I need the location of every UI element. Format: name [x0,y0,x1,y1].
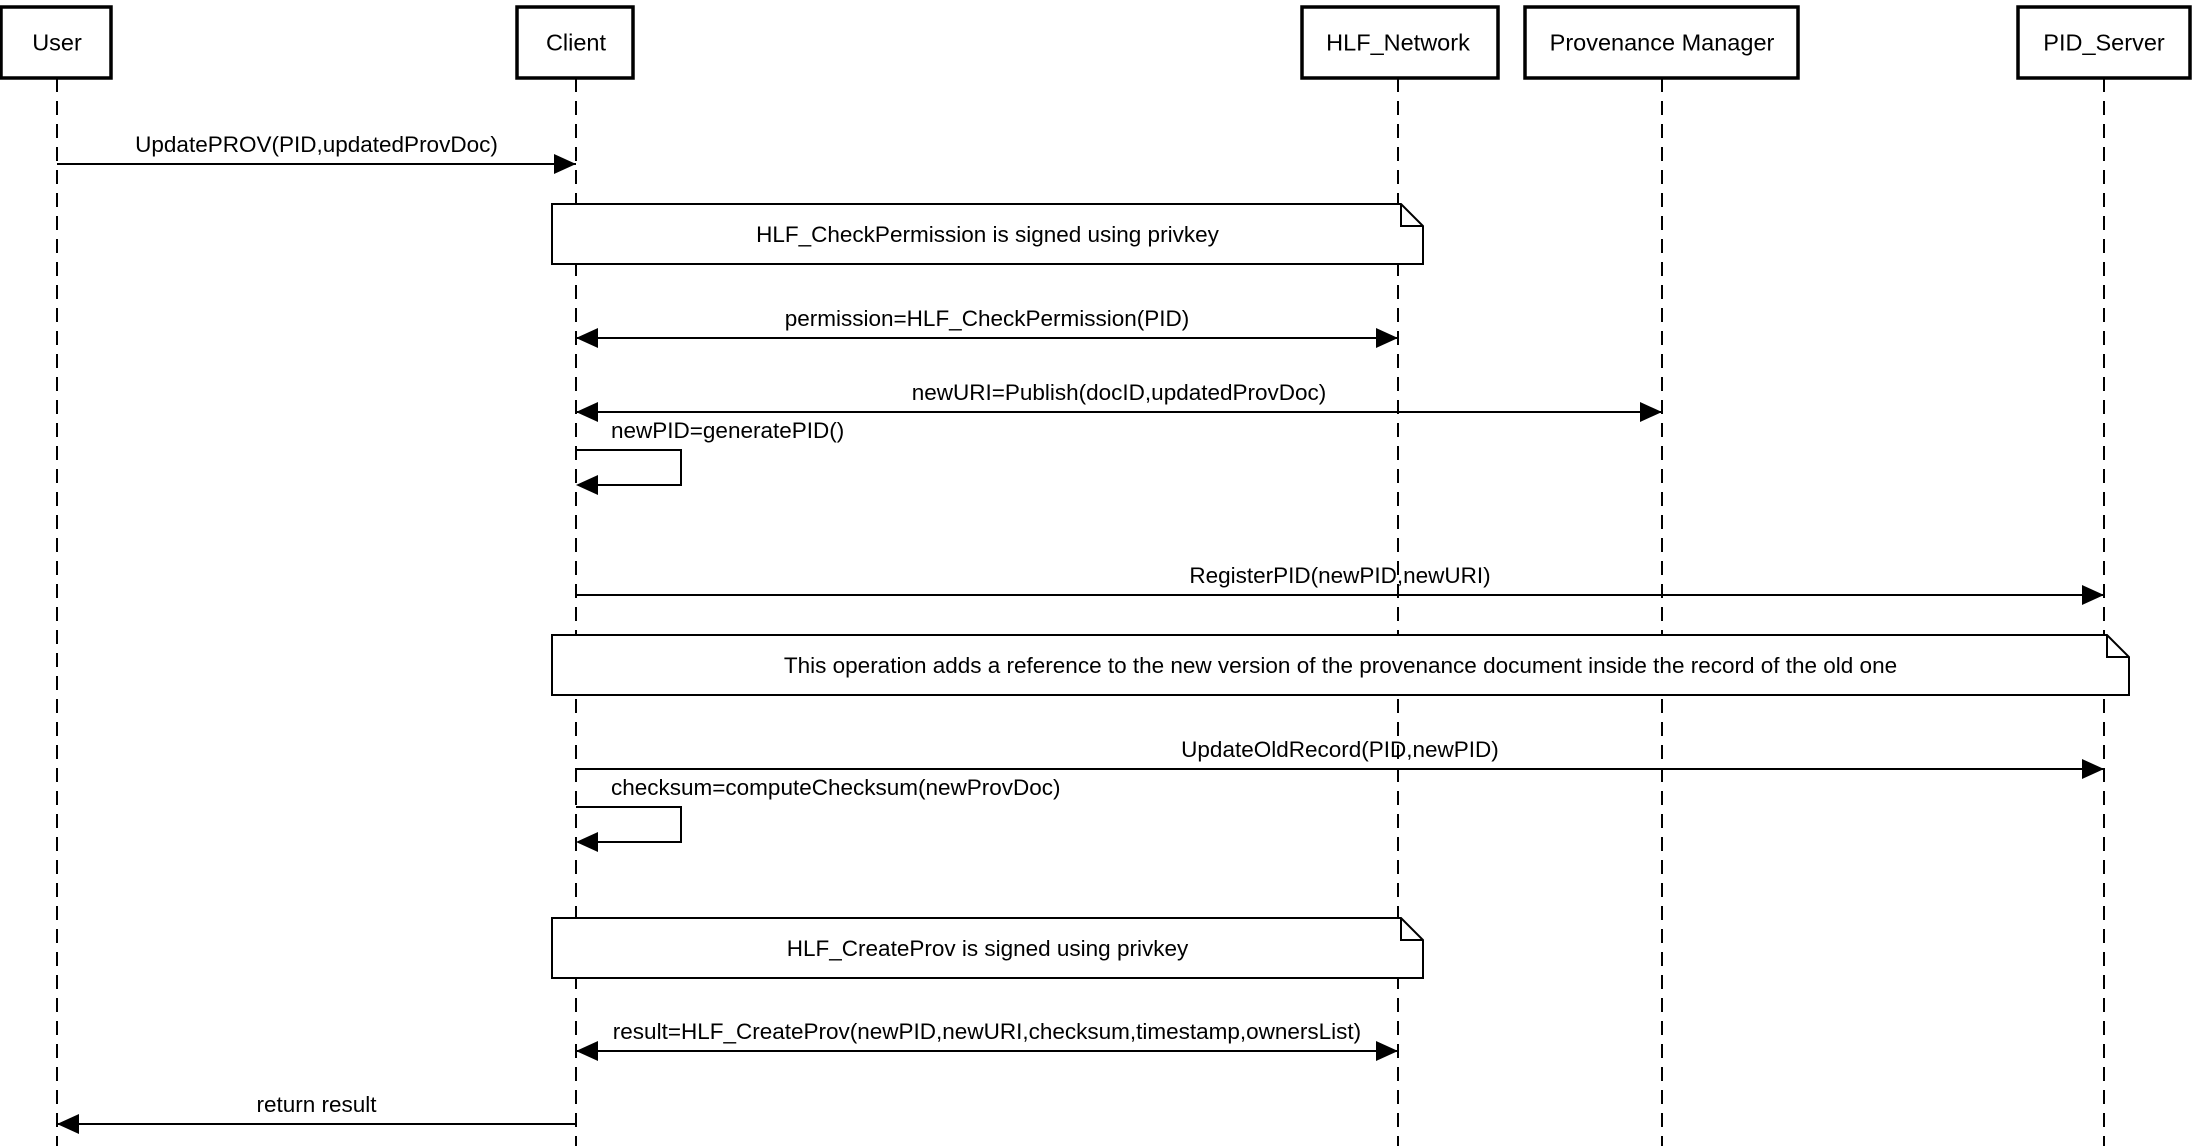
arrow-head [576,475,598,495]
arrow-head [57,1114,79,1134]
self-message-label: checksum=computeChecksum(newProvDoc) [611,775,1061,800]
self-message-arrow [576,806,682,843]
note-fold [2106,635,2129,658]
step-message: UpdatePROV(PID,updatedProvDoc) [57,132,576,174]
participant-label: PID_Server [2043,30,2165,56]
note-text: HLF_CreateProv is signed using privkey [787,936,1189,961]
arrow-head [1640,402,1662,422]
step-self: newPID=generatePID() [576,418,844,495]
self-message-label: newPID=generatePID() [611,418,844,443]
step-message: return result [57,1092,576,1134]
note-fold [1400,204,1423,227]
message-label: UpdateOldRecord(PID,newPID) [1181,737,1499,762]
diagram-steps: UpdatePROV(PID,updatedProvDoc) HLF_CheckP… [57,132,2130,1134]
self-message-arrow [576,449,682,486]
message-label: return result [256,1092,377,1117]
note-box [551,917,1424,979]
step-message: RegisterPID(newPID,newURI) [576,563,2104,605]
participant-user: User [0,5,113,80]
message-label: permission=HLF_CheckPermission(PID) [785,306,1190,331]
message-label: RegisterPID(newPID,newURI) [1189,563,1490,588]
participant-box [1300,5,1500,80]
arrow-head [2082,585,2104,605]
message-label: UpdatePROV(PID,updatedProvDoc) [135,132,498,157]
step-message: UpdateOldRecord(PID,newPID) [576,737,2104,779]
participant-box [1523,5,1800,80]
step-message: result=HLF_CreateProv(newPID,newURI,chec… [576,1019,1398,1061]
step-message: newURI=Publish(docID,updatedProvDoc) [576,380,1662,422]
step-message: permission=HLF_CheckPermission(PID) [576,306,1398,348]
step-note: HLF_CheckPermission is signed using priv… [551,203,1424,265]
participant-box [0,5,113,80]
participant-boxes: User Client HLF_Network Provenance Manager P… [0,5,2192,80]
participant-label: Client [546,30,607,56]
note-box [551,634,2130,696]
arrow-head [576,832,598,852]
participant-label: User [32,30,82,56]
message-label: result=HLF_CreateProv(newPID,newURI,chec… [613,1019,1361,1044]
participant-label: HLF_Network [1326,30,1470,56]
arrow-head [576,402,598,422]
step-note: This operation adds a reference to the n… [551,634,2130,696]
note-text: This operation adds a reference to the n… [784,653,1897,678]
arrow-head [1376,1041,1398,1061]
participant-pid: PID_Server [2016,5,2192,80]
arrow-head [1376,328,1398,348]
arrow-head [554,154,576,174]
participant-box [2016,5,2192,80]
participant-client: Client [515,5,635,80]
lifelines [56,78,2105,1146]
message-label: newURI=Publish(docID,updatedProvDoc) [912,380,1327,405]
note-box [551,203,1424,265]
note-fold [1400,918,1423,941]
participant-prov: Provenance Manager [1523,5,1800,80]
participant-box [515,5,635,80]
participant-label: Provenance Manager [1550,30,1775,56]
arrow-head [576,328,598,348]
step-self: checksum=computeChecksum(newProvDoc) [576,775,1061,852]
note-text: HLF_CheckPermission is signed using priv… [756,222,1219,247]
arrow-head [576,1041,598,1061]
participant-hlf: HLF_Network [1300,5,1500,80]
arrow-head [2082,759,2104,779]
step-note: HLF_CreateProv is signed using privkey [551,917,1424,979]
